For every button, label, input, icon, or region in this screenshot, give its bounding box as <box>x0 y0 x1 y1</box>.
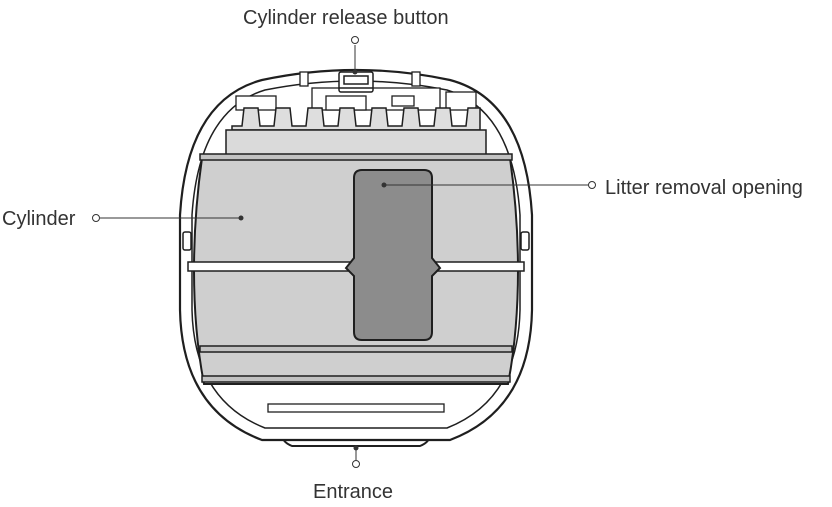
label-litter-removal-opening: Litter removal opening <box>605 177 803 199</box>
bottom-strip <box>267 403 445 413</box>
leader-lines <box>92 36 596 468</box>
label-entrance: Entrance <box>313 481 394 503</box>
label-cylinder: Cylinder <box>2 208 76 230</box>
label-cylinder-release-button: Cylinder release button <box>243 7 449 29</box>
gear-ring <box>231 107 481 131</box>
release-button[interactable] <box>338 71 374 93</box>
left-clip <box>182 231 192 251</box>
right-clip <box>520 231 530 251</box>
litter-removal-opening <box>344 169 442 341</box>
top-mechanism <box>235 71 477 111</box>
